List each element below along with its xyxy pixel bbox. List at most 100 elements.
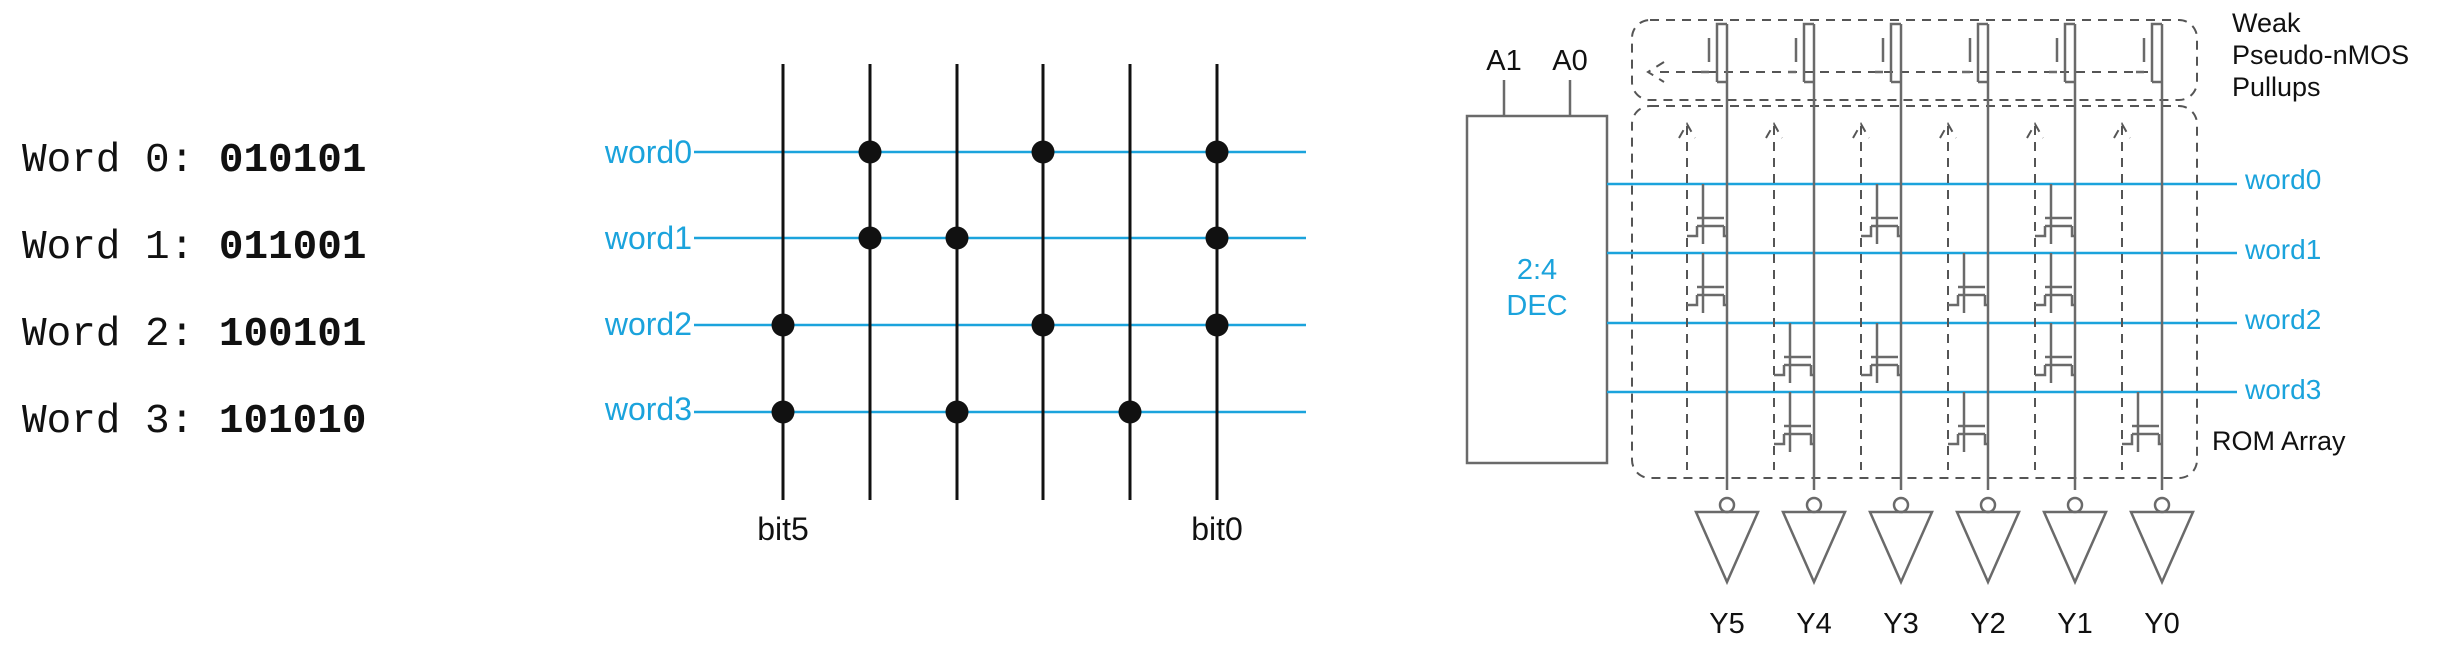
ground-arrow-icon — [1939, 121, 1957, 139]
pullup-label: Pullups — [2232, 72, 2321, 102]
rom-word-label: word0 — [2244, 164, 2321, 195]
word-bits: 101010 — [218, 399, 367, 445]
output-label: Y5 — [1709, 608, 1744, 640]
dot-connection — [858, 140, 882, 164]
rom-array-label: ROM Array — [2212, 426, 2346, 456]
ground-arrow-icon — [1678, 121, 1696, 139]
dot-connection — [771, 400, 795, 424]
inverter-triangle — [1694, 510, 1760, 586]
decoder-label: 2:4 — [1517, 254, 1557, 286]
dot-connection — [1205, 140, 1229, 164]
pulldown-drain — [1722, 226, 1727, 238]
pulldown-source — [2035, 226, 2047, 238]
output-label: Y4 — [1796, 608, 1831, 640]
pullup-source — [1976, 22, 1988, 38]
pulldown-source — [1948, 295, 1960, 307]
dot-connection — [1205, 313, 1229, 337]
pulldown-drain — [2157, 434, 2162, 446]
word-bits: 100101 — [218, 312, 367, 358]
pullup-source — [1715, 22, 1727, 38]
word-bits: 010101 — [218, 138, 367, 184]
word-label: Word 1: — [22, 225, 195, 271]
inverter-triangle — [2129, 510, 2195, 586]
pulldown-drain — [1809, 365, 1814, 377]
pulldown-source — [2122, 434, 2134, 446]
ground-arrow-icon — [1646, 61, 1665, 83]
decoder-box — [1465, 114, 1609, 465]
pulldown-drain — [1983, 434, 1988, 446]
pulldown-source — [2035, 365, 2047, 377]
word-row: Word 3: 101010 — [22, 379, 366, 466]
word-list: Word 0: 010101 Word 1: 011001 Word 2: 10… — [22, 118, 366, 466]
word-label: Word 3: — [22, 399, 195, 445]
pulldown-source — [1861, 226, 1873, 238]
pulldown-source — [1948, 434, 1960, 446]
pulldown-source — [2035, 295, 2047, 307]
ground-arrow-icon — [2113, 121, 2131, 139]
pulldown-drain — [2070, 365, 2075, 377]
pulldown-drain — [2070, 295, 2075, 307]
dot-connection — [858, 226, 882, 250]
pullup-source — [2150, 22, 2162, 38]
pulldown-source — [1774, 365, 1786, 377]
pullup-source — [1889, 22, 1901, 38]
word-label: Word 2: — [22, 312, 195, 358]
inverter-triangle — [1781, 510, 1847, 586]
word-label: Word 0: — [22, 138, 195, 184]
rom-schematic-lines — [1465, 19, 2237, 586]
inverter-triangle — [2042, 510, 2108, 586]
rom-word-label: word1 — [2244, 234, 2321, 265]
inverter-bubble — [2153, 496, 2171, 514]
bit-label-right: bit0 — [1191, 511, 1243, 547]
inverter-bubble — [1718, 496, 1736, 514]
inverter-bubble — [1979, 496, 1997, 514]
pulldown-source — [1687, 226, 1699, 238]
word-row: Word 2: 100101 — [22, 292, 366, 379]
rom-array-box — [1631, 105, 2198, 479]
addr-label: A1 — [1486, 45, 1521, 77]
pulldown-source — [1861, 365, 1873, 377]
word-row: Word 0: 010101 — [22, 118, 366, 205]
output-label: Y3 — [1883, 608, 1918, 640]
rom-word-label: word2 — [2244, 304, 2321, 335]
dot-word-label: word2 — [604, 306, 692, 342]
ground-arrow-icon — [1765, 121, 1783, 139]
inverter-bubble — [2066, 496, 2084, 514]
inverter-bubble — [1805, 496, 1823, 514]
output-label: Y2 — [1970, 608, 2005, 640]
inverter-triangle — [1868, 510, 1934, 586]
pulldown-drain — [1983, 295, 1988, 307]
addr-label: A0 — [1552, 45, 1587, 77]
pulldown-source — [1774, 434, 1786, 446]
bit-label-left: bit5 — [757, 511, 809, 547]
dot-word-label: word1 — [604, 220, 692, 256]
decoder-label: DEC — [1506, 290, 1567, 322]
inverter-bubble — [1892, 496, 1910, 514]
pullup-label: Weak — [2232, 8, 2301, 38]
pulldown-source — [1687, 295, 1699, 307]
pulldown-drain — [1896, 365, 1901, 377]
ground-arrow-icon — [2026, 121, 2044, 139]
pullup-label: Pseudo-nMOS — [2232, 40, 2409, 70]
dot-connection — [1205, 226, 1229, 250]
dot-connection — [1031, 140, 1055, 164]
ground-arrow-icon — [1852, 121, 1870, 139]
pulldown-drain — [1809, 434, 1814, 446]
pullup-source — [1802, 22, 1814, 38]
dot-connection — [945, 400, 969, 424]
output-label: Y1 — [2057, 608, 2092, 640]
dot-word-label: word3 — [604, 391, 692, 427]
dot-connection — [945, 226, 969, 250]
pulldown-drain — [1896, 226, 1901, 238]
output-label: Y0 — [2144, 608, 2179, 640]
pullup-box — [1631, 19, 2198, 101]
dot-connection — [771, 313, 795, 337]
pulldown-drain — [2070, 226, 2075, 238]
pulldown-drain — [1722, 295, 1727, 307]
rom-word-label: word3 — [2244, 374, 2321, 405]
dot-diagram-lines — [694, 64, 1306, 500]
inverter-triangle — [1955, 510, 2021, 586]
dot-word-label: word0 — [604, 134, 692, 170]
